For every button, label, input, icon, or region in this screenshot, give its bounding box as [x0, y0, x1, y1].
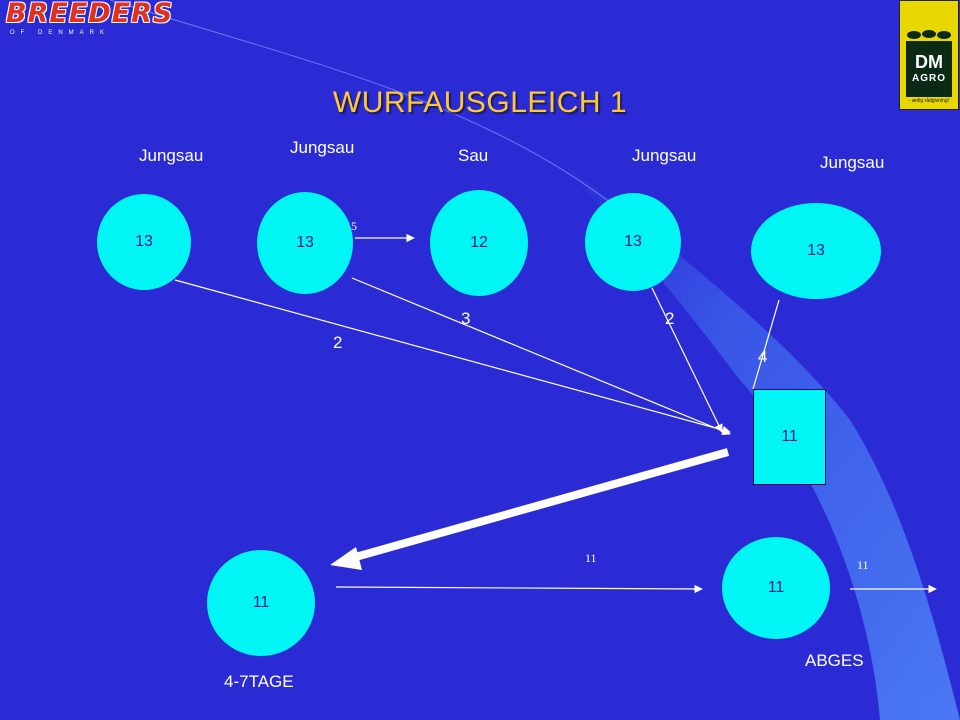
label-sow-5: Jungsau: [820, 153, 885, 172]
big-arrow-head: [330, 547, 362, 570]
dm-logo-slogan: - ærlig rådgivning!: [908, 98, 950, 104]
count-n4-to-box: 2: [665, 309, 675, 328]
count-n5-to-box: 4: [758, 347, 768, 366]
dm-logo-agro-text: AGRO: [912, 73, 946, 84]
line-n2-to-box: [351, 277, 731, 435]
count-n2-to-box: 3: [461, 309, 471, 328]
line-n4-to-box: [651, 287, 723, 433]
count-n1-to-box: 2: [333, 333, 343, 352]
line-n5-to-box: [752, 299, 780, 390]
background-curve-line: [109, 0, 621, 211]
label-bottom-left: 4-7TAGE: [224, 672, 294, 691]
breeders-logo-subtext: OF DENMARK: [10, 30, 111, 36]
pig-silhouettes-icon: [907, 30, 951, 39]
label-sow-1: Jungsau: [139, 146, 204, 165]
node-sow-5: 13: [751, 203, 881, 299]
node-sow-3: 12: [430, 190, 528, 296]
breeders-logo: BREEDERS OF DENMARK: [2, 0, 172, 40]
node-sow-1: 13: [97, 194, 191, 290]
arrow-bottom-left-to-right: [335, 584, 703, 594]
line-n1-to-box: [174, 279, 731, 435]
page-title: WURFAUSGLEICH 1: [332, 86, 628, 119]
label-sow-2: Jungsau: [290, 138, 355, 157]
dm-logo-dark-panel: [906, 41, 952, 97]
label-sow-4: Jungsau: [632, 146, 697, 165]
label-bottom-right: ABGES: [805, 651, 864, 670]
node-sow-4: 13: [585, 193, 681, 291]
count-n2-to-n3: 5: [351, 219, 357, 233]
box-collected-piglets: 11: [753, 389, 826, 485]
count-bottom-out: 11: [857, 558, 869, 572]
node-bottom-left: 11: [207, 550, 315, 656]
dm-logo-text: DM: [915, 52, 943, 72]
count-bottom-transfer: 11: [585, 551, 597, 565]
label-sow-3: Sau: [458, 146, 489, 165]
breeders-logo-text: BREEDERS: [6, 0, 174, 29]
node-sow-2: 13: [257, 192, 353, 294]
background-swoosh: [560, 160, 960, 720]
node-bottom-right: 11: [722, 537, 830, 639]
big-arrow-box-to-bottom-left: [350, 448, 730, 562]
dm-agro-logo: DM AGRO - ærlig rådgivning!: [899, 0, 959, 110]
